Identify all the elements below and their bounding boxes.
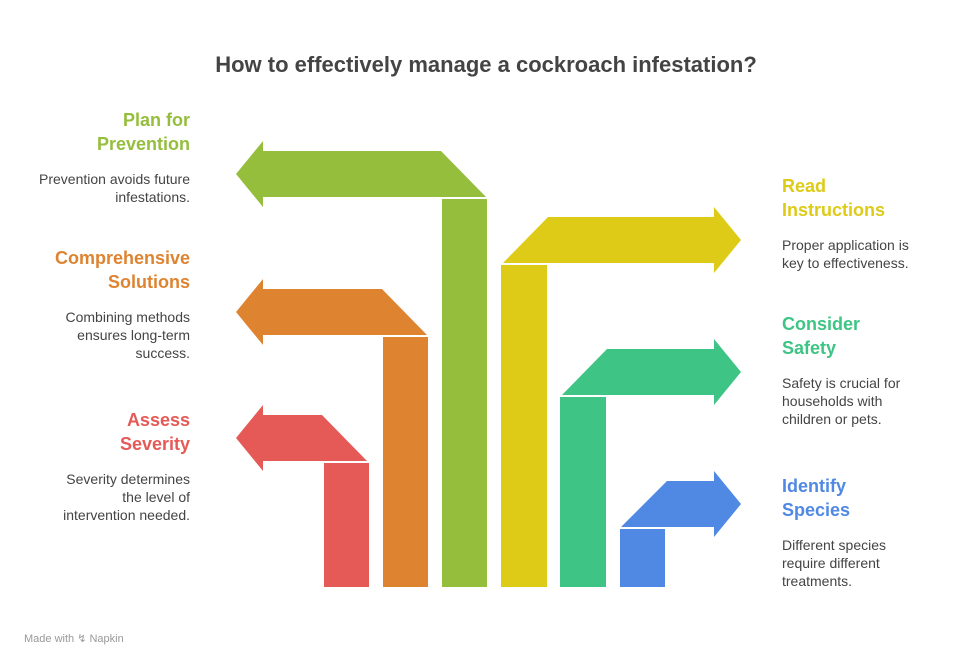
bar-comprehensive-solutions (383, 337, 428, 587)
arrow-read-instructions (501, 207, 741, 587)
arrow-left-assess-severity (236, 405, 367, 471)
diagram-title: How to effectively manage a cockroach in… (215, 52, 757, 77)
napkin-watermark[interactable]: Made with ↯ Napkin (24, 632, 124, 645)
step-description: Safety is crucial for households with ch… (782, 375, 901, 427)
heading-line-1: Consider (782, 314, 861, 334)
arrow-consider-safety (560, 339, 741, 587)
heading-line-1: Comprehensive (54, 248, 190, 268)
arrow-comprehensive-solutions (236, 279, 428, 587)
brand-text: Napkin (89, 633, 124, 645)
arrow-right-consider-safety (562, 339, 741, 405)
heading-line-1: Read (782, 176, 827, 196)
heading-line-2: Species (782, 500, 851, 520)
heading-line-1: Plan for (122, 110, 190, 130)
heading-line-1: Identify (782, 476, 847, 496)
napkin-logo-icon: ↯ (77, 633, 87, 645)
arrow-left-comprehensive-solutions (236, 279, 427, 345)
step-description: Proper application is key to effectivene… (782, 237, 909, 271)
arrow-left-plan-for-prevention (236, 141, 486, 207)
heading-line-2: Solutions (108, 272, 190, 292)
heading-line-2: Prevention (96, 134, 190, 154)
arrow-right-identify-species (621, 471, 741, 537)
bar-read-instructions (501, 265, 547, 587)
made-with-text: Made with (24, 633, 75, 645)
step-description: Severity determines the level of interve… (63, 471, 190, 523)
heading-line-1: Assess (126, 410, 190, 430)
heading-line-2: Instructions (782, 200, 886, 220)
arrow-plan-for-prevention (236, 141, 487, 587)
arrow-right-read-instructions (503, 207, 741, 273)
step-description: Prevention avoids future infestations. (39, 171, 190, 205)
bar-consider-safety (560, 397, 606, 587)
bar-identify-species (620, 529, 665, 587)
arrow-assess-severity (236, 405, 369, 587)
step-description: Combining methods ensures long-term succ… (65, 309, 190, 361)
step-description: Different species require different trea… (782, 537, 887, 589)
bar-plan-for-prevention (442, 199, 487, 587)
heading-line-2: Severity (119, 434, 190, 454)
bar-assess-severity (324, 463, 369, 587)
arrow-identify-species (620, 471, 741, 587)
heading-line-2: Safety (782, 338, 837, 358)
